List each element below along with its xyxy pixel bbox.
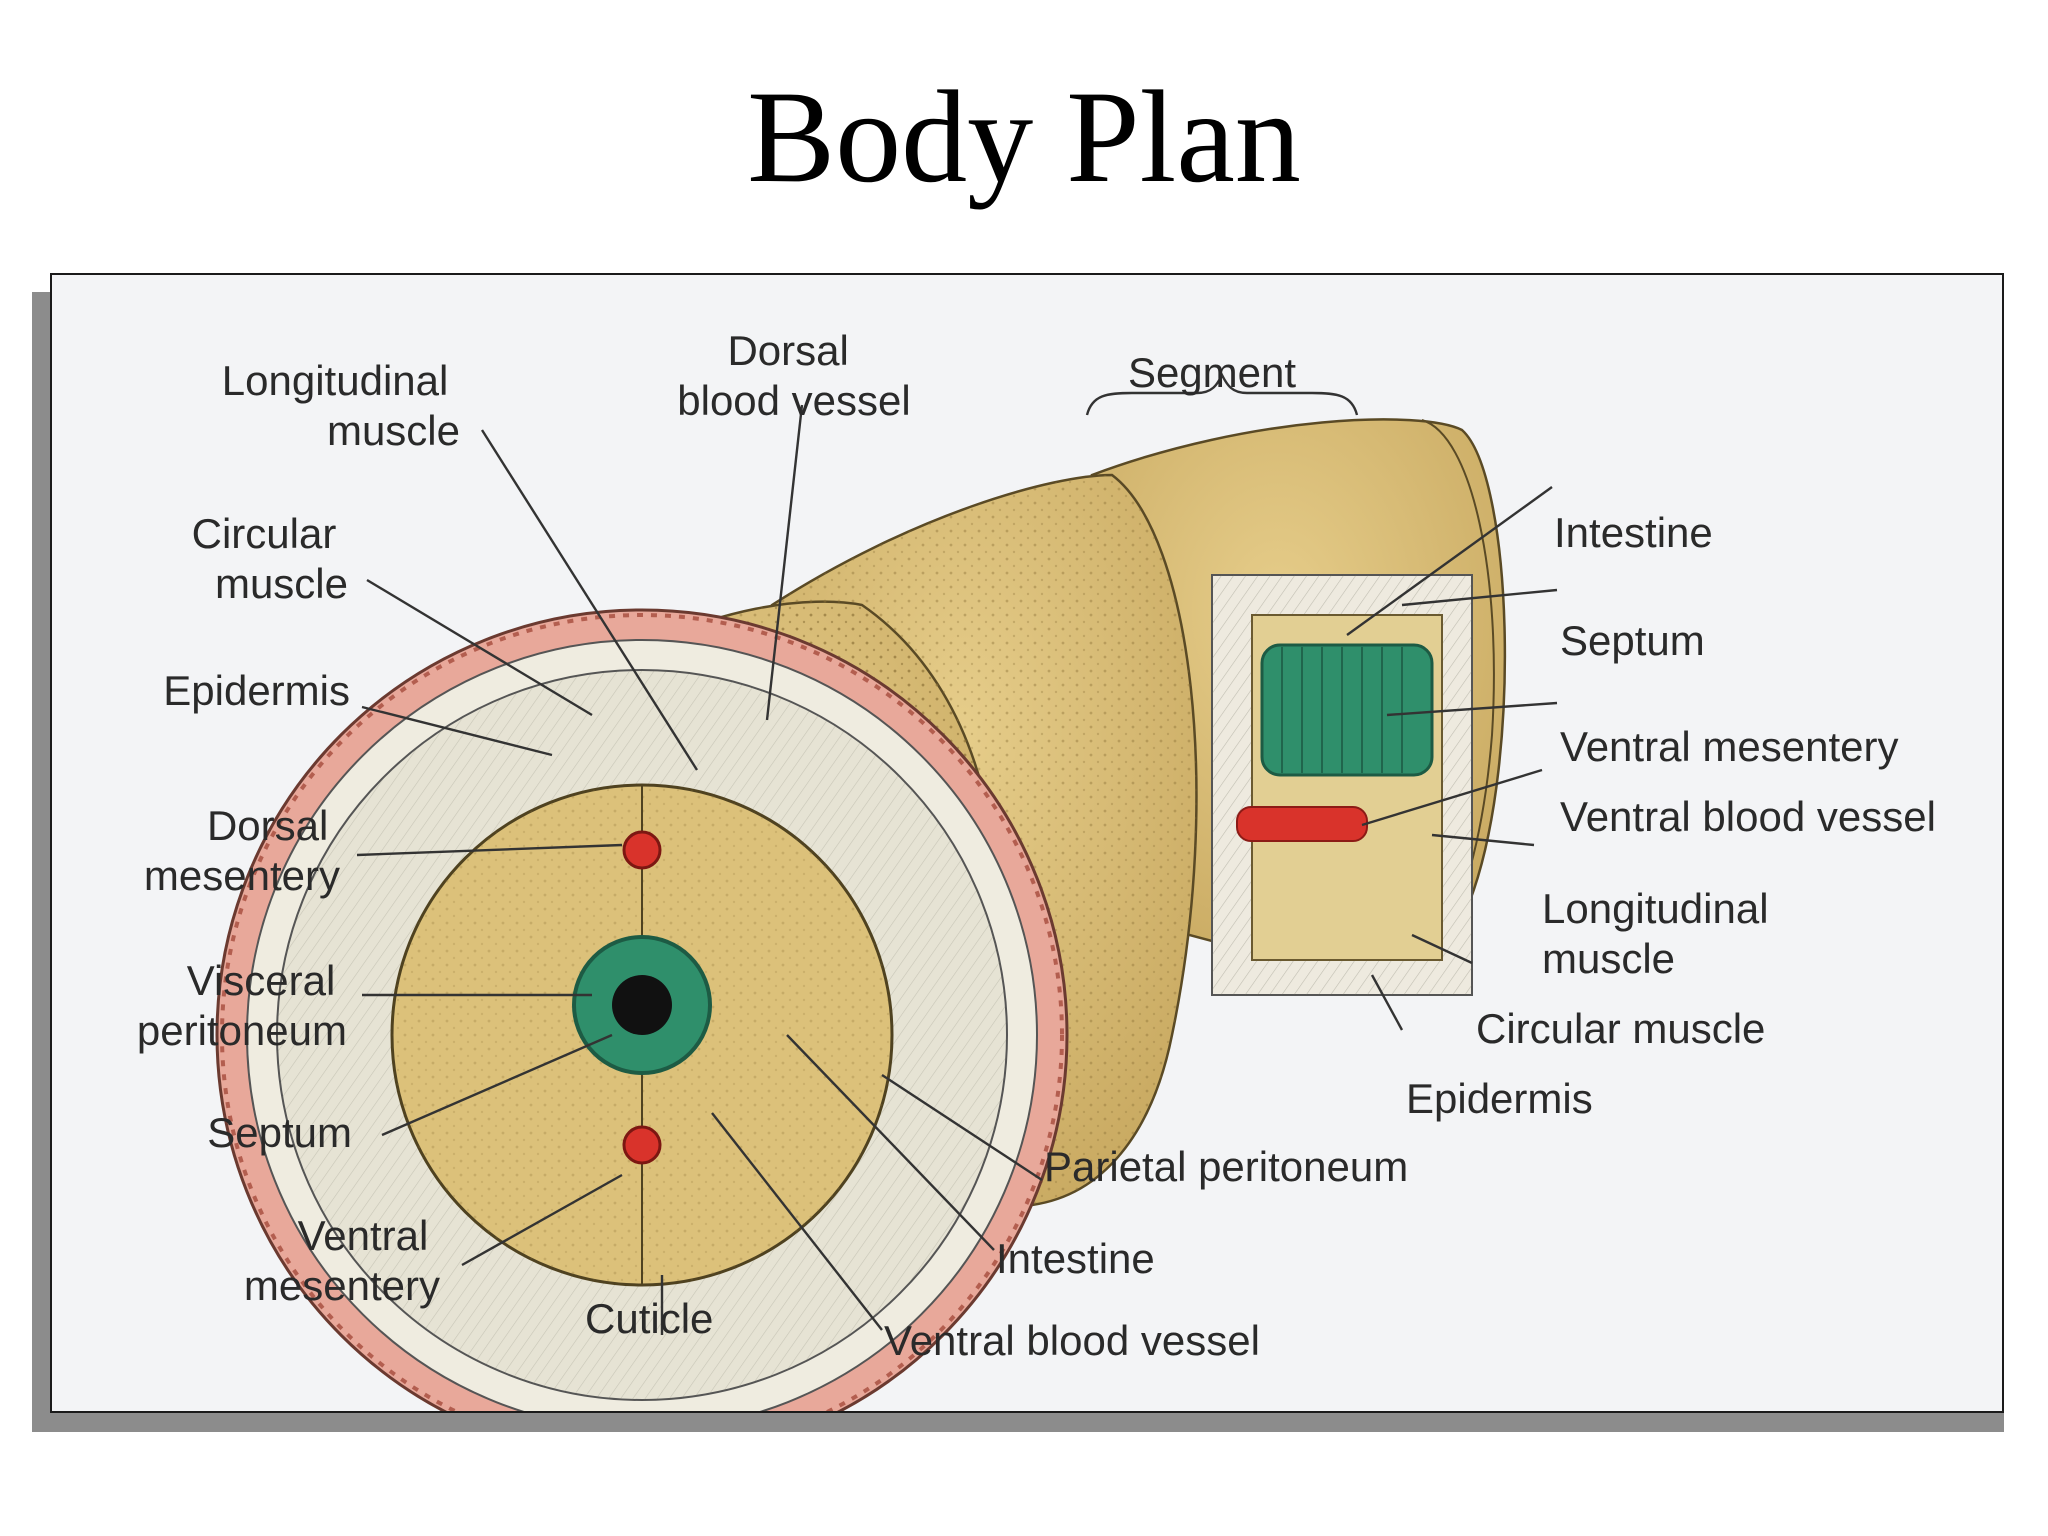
label-ventral-blood-vessel-bottom: Ventral blood vessel <box>884 1317 1260 1364</box>
label-segment: Segment <box>1128 349 1296 396</box>
label-cuticle: Cuticle <box>585 1295 713 1342</box>
cutaway-ventral-blood-vessel <box>1236 806 1368 842</box>
ventral-blood-vessel-section <box>622 1125 662 1165</box>
label-dorsal-mesentery: Dorsal mesentery <box>144 802 340 899</box>
label-circular-muscle-left: Circular muscle <box>192 510 348 607</box>
label-septum-left: Septum <box>207 1109 352 1156</box>
cutaway-intestine <box>1260 643 1434 777</box>
label-visceral-peritoneum: Visceral peritoneum <box>137 957 347 1054</box>
label-circular-muscle-right: Circular muscle <box>1476 1005 1765 1052</box>
leader-lines <box>356 372 1558 1335</box>
annelid-cross-section-diagram: Longitudinal muscle Circular muscle Epid… <box>137 327 1936 1411</box>
label-longitudinal-muscle-right: Longitudinal muscle <box>1542 885 1780 982</box>
label-septum-right: Septum <box>1560 617 1705 664</box>
label-epidermis-left: Epidermis <box>163 667 350 714</box>
cuticle-ring <box>220 613 1064 1411</box>
label-ventral-mesentery-right: Ventral mesentery <box>1560 723 1899 770</box>
intestine-lumen <box>612 975 672 1035</box>
diagram-frame: Longitudinal muscle Circular muscle Epid… <box>50 273 2004 1413</box>
cross-section <box>215 608 1069 1411</box>
cutaway-window <box>1211 574 1473 996</box>
label-parietal-peritoneum: Parietal peritoneum <box>1044 1143 1408 1190</box>
dorsal-blood-vessel-section <box>622 830 662 870</box>
label-ventral-mesentery-left: Ventral mesentery <box>244 1212 440 1309</box>
label-ventral-blood-vessel-right: Ventral blood vessel <box>1560 793 1936 840</box>
label-dorsal-blood-vessel: Dorsal blood vessel <box>677 327 910 424</box>
slide-title: Body Plan <box>747 63 1301 210</box>
label-longitudinal-muscle-left: Longitudinal muscle <box>222 357 460 454</box>
label-epidermis-right: Epidermis <box>1406 1075 1593 1122</box>
label-intestine-right: Intestine <box>1554 509 1713 556</box>
label-intestine-bottom: Intestine <box>996 1235 1155 1282</box>
